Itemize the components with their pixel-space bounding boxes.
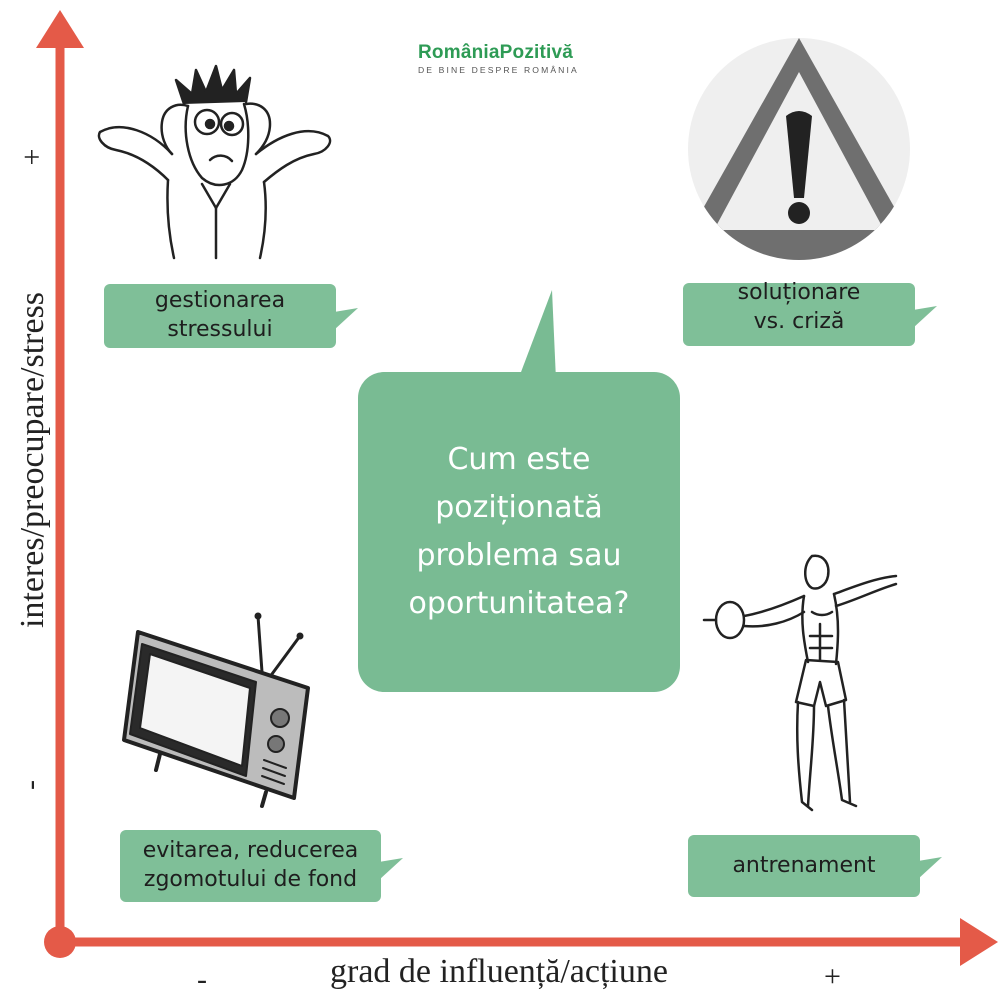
- bl-bubble-tail: [379, 858, 403, 880]
- x-axis-arrow: [960, 918, 998, 966]
- logo-tagline: DE BINE DESPRE ROMÂNIA: [418, 65, 579, 75]
- quadrant-bottom-left-bubble: evitarea, reducerea zgomotului de fond: [120, 830, 381, 902]
- quadrant-top-right-bubble: soluționare vs. criză: [683, 280, 915, 346]
- y-axis-minus: -: [14, 780, 47, 790]
- y-axis-title: interes/preocupare/stress: [14, 291, 51, 629]
- x-axis-title: grad de influență/acțiune: [330, 953, 668, 990]
- x-axis-minus: -: [197, 963, 207, 996]
- quadrant-top-left-text: gestionarea stressului: [154, 288, 286, 342]
- quadrant-bottom-left-text: evitarea, reducerea zgomotului de fond: [142, 838, 359, 892]
- y-axis-plus: +: [15, 148, 49, 166]
- tv-icon: [122, 612, 310, 808]
- quadrant-bottom-right-bubble: antrenament: [688, 835, 920, 897]
- warning-sign-icon: [688, 38, 910, 260]
- x-axis-plus: +: [824, 960, 841, 993]
- quadrant-bottom-right-text: antrenament: [732, 852, 876, 878]
- logo-name: RomâniaPozitivă: [418, 42, 574, 63]
- center-question-text: Cum este poziționată problema sau oportu…: [408, 442, 630, 621]
- tr-bubble-tail: [913, 306, 937, 328]
- br-bubble-tail: [918, 857, 942, 879]
- tl-bubble-tail: [334, 308, 358, 330]
- axes-origin: [44, 926, 76, 958]
- quadrant-top-right-text: soluționare vs. criză: [737, 280, 861, 334]
- quadrant-top-left-bubble: gestionarea stressului: [104, 284, 336, 348]
- logo: RomâniaPozitivă DE BINE DESPRE ROMÂNIA: [418, 42, 579, 75]
- center-question-bubble: Cum este poziționată problema sau oportu…: [358, 372, 680, 692]
- center-bubble-tail: [518, 290, 556, 380]
- y-axis-arrow: [36, 10, 84, 48]
- stressed-man-icon: [97, 64, 332, 260]
- athlete-icon: [702, 554, 898, 812]
